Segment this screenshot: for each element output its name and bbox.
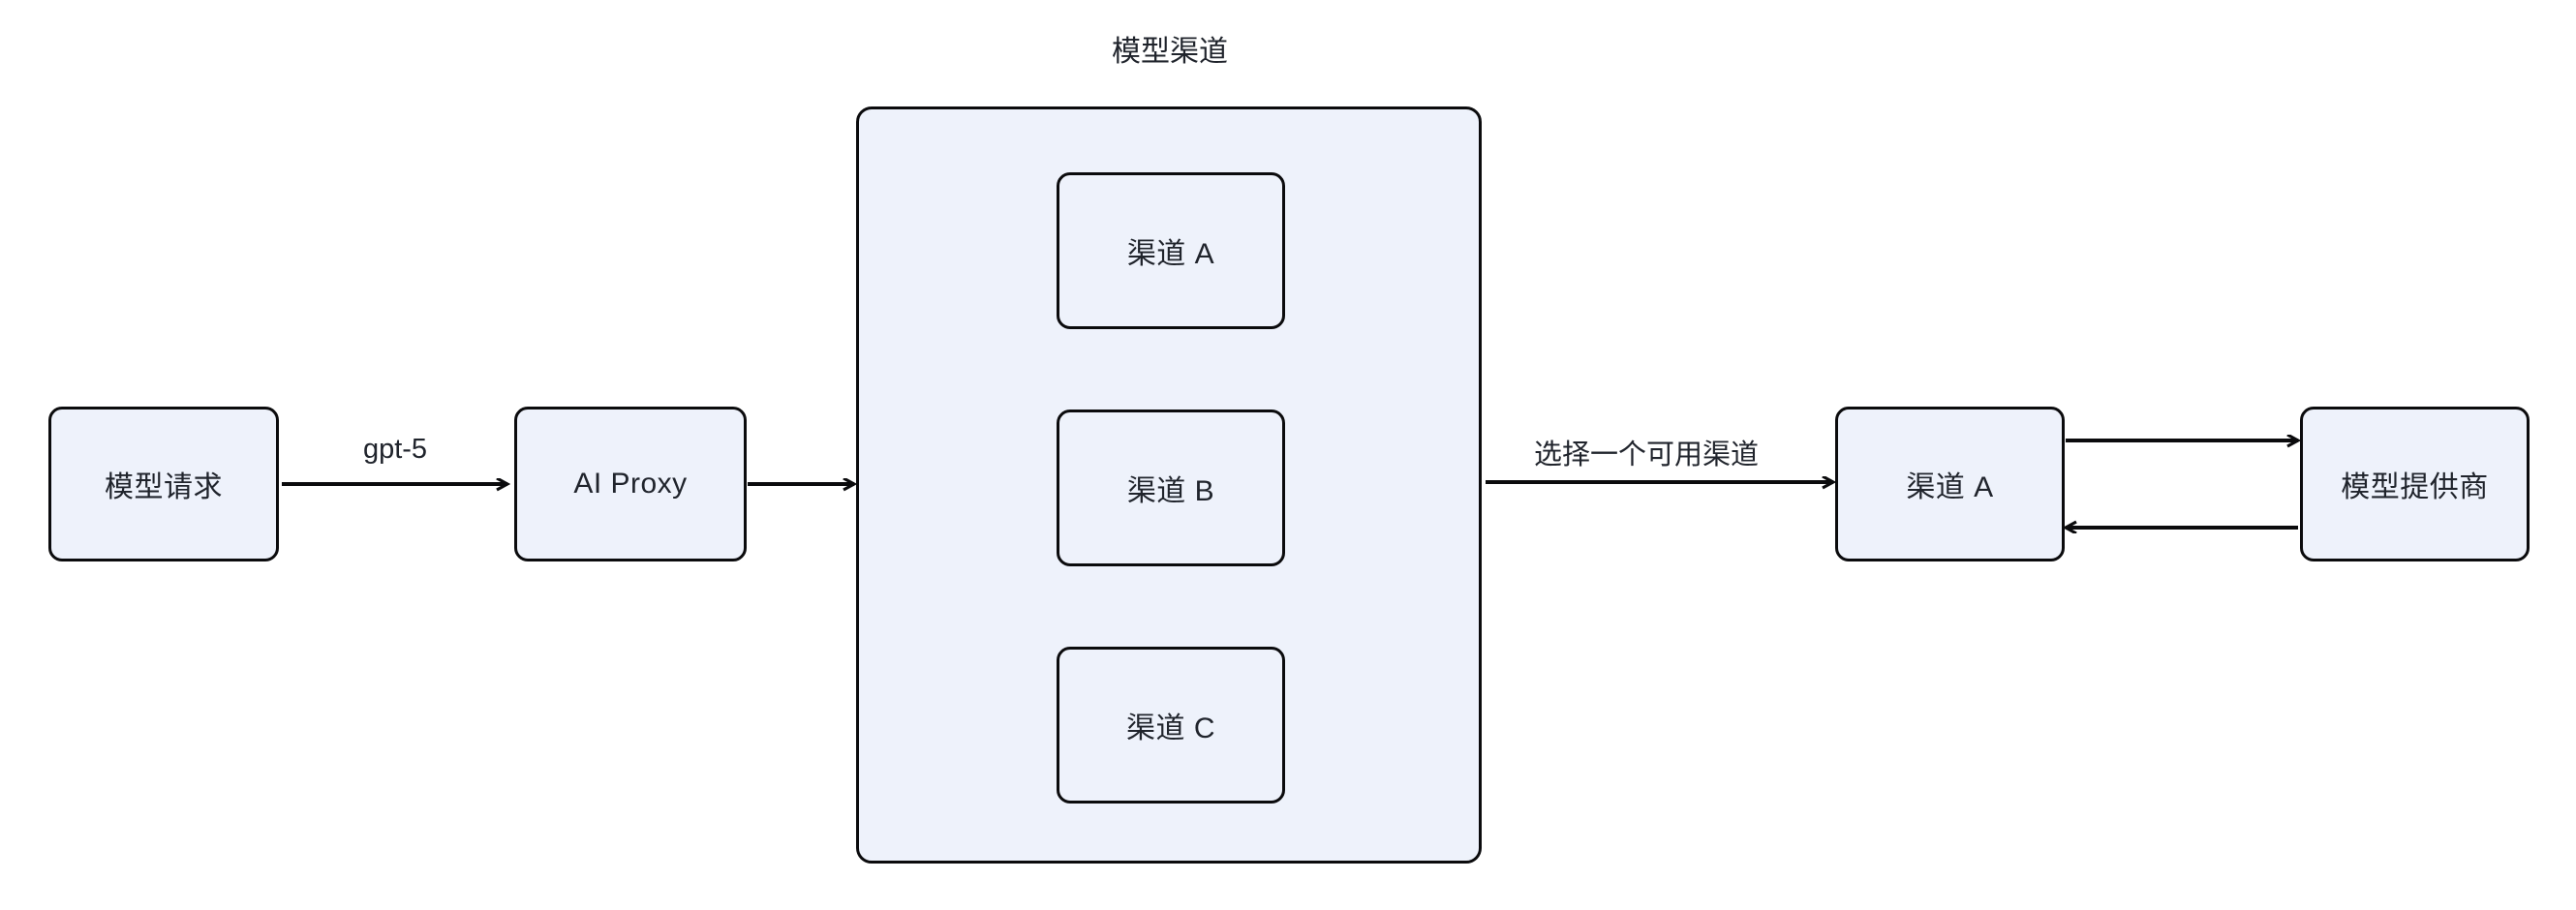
node-ai-proxy[interactable]: AI Proxy [514, 407, 747, 561]
node-label: 模型请求 [105, 471, 223, 503]
node-model-request[interactable]: 模型请求 [48, 407, 279, 561]
node-channel-c-in-cluster[interactable]: 渠道 C [1057, 647, 1285, 804]
node-selected-channel-a[interactable]: 渠道 A [1835, 407, 2065, 561]
node-channel-a-in-cluster[interactable]: 渠道 A [1057, 172, 1285, 329]
cluster-model-channels: 渠道 A 渠道 B 渠道 C [856, 106, 1482, 864]
node-channel-b-in-cluster[interactable]: 渠道 B [1057, 410, 1285, 566]
node-label: 渠道 C [1126, 713, 1215, 744]
cluster-title-model-channels: 模型渠道 [1112, 36, 1228, 68]
node-model-provider[interactable]: 模型提供商 [2300, 407, 2530, 561]
node-label: 渠道 B [1126, 475, 1215, 507]
edge-label-select-available-channel: 选择一个可用渠道 [1527, 432, 1765, 472]
node-label: AI Proxy [573, 468, 688, 500]
node-label: 渠道 A [1906, 471, 1994, 503]
node-label: 模型提供商 [2341, 471, 2489, 503]
node-label: 渠道 A [1126, 238, 1215, 270]
edge-label-gpt5: gpt-5 [356, 434, 434, 466]
